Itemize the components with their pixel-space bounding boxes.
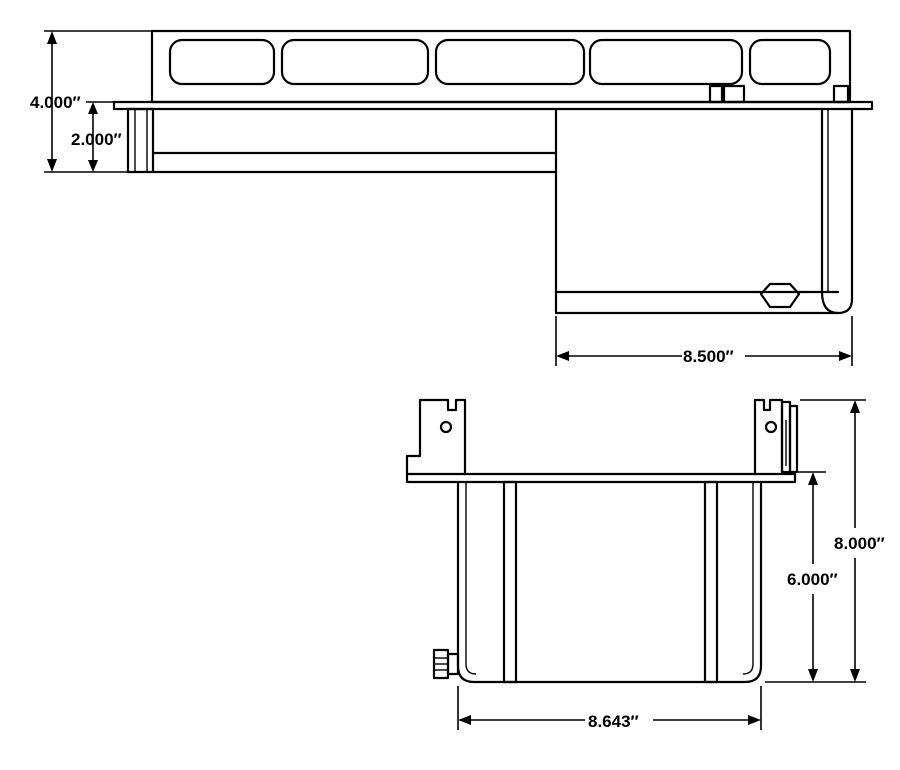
left-bolt-hole: [439, 420, 453, 434]
right-bolt-hole: [764, 420, 778, 434]
rail-windows: [168, 38, 832, 86]
rail-window: [434, 38, 586, 86]
rail-window: [168, 38, 276, 86]
dim-depth-sump-label: 6.000″: [787, 570, 838, 589]
rail-window: [748, 38, 832, 86]
flange-boss: [832, 84, 850, 104]
side-upper-rail: [150, 29, 852, 104]
dim-height-total-label: 4.000″: [30, 93, 81, 112]
end-flange: [405, 472, 797, 484]
baffle-right: [703, 480, 719, 684]
dim-height-sump-label: 2.000″: [71, 130, 122, 149]
side-view-dimensions: 4.000″ 2.000″ 8.500″: [30, 30, 853, 366]
end-view-dimensions: 8.643″ 6.000″ 8.000″: [457, 399, 885, 731]
drain-fitting: [432, 648, 460, 680]
baffle-left: [502, 480, 518, 684]
front-end-cap: [126, 107, 155, 174]
end-view: [405, 398, 799, 684]
flange-boss: [722, 84, 746, 104]
rail-window: [588, 38, 744, 86]
side-flange: [112, 100, 874, 111]
drain-plug-hex: [759, 282, 801, 309]
flange-boss: [708, 84, 724, 104]
rail-window: [280, 38, 430, 86]
right-mounting-tab: [753, 398, 784, 476]
side-view: [112, 29, 874, 315]
dim-depth-total-label: 8.000″: [834, 534, 885, 553]
dim-width-label: 8.643″: [588, 712, 639, 731]
left-mounting-tab: [405, 398, 467, 476]
dim-sump-length-label: 8.500″: [683, 347, 734, 366]
sump-body: [554, 107, 854, 315]
